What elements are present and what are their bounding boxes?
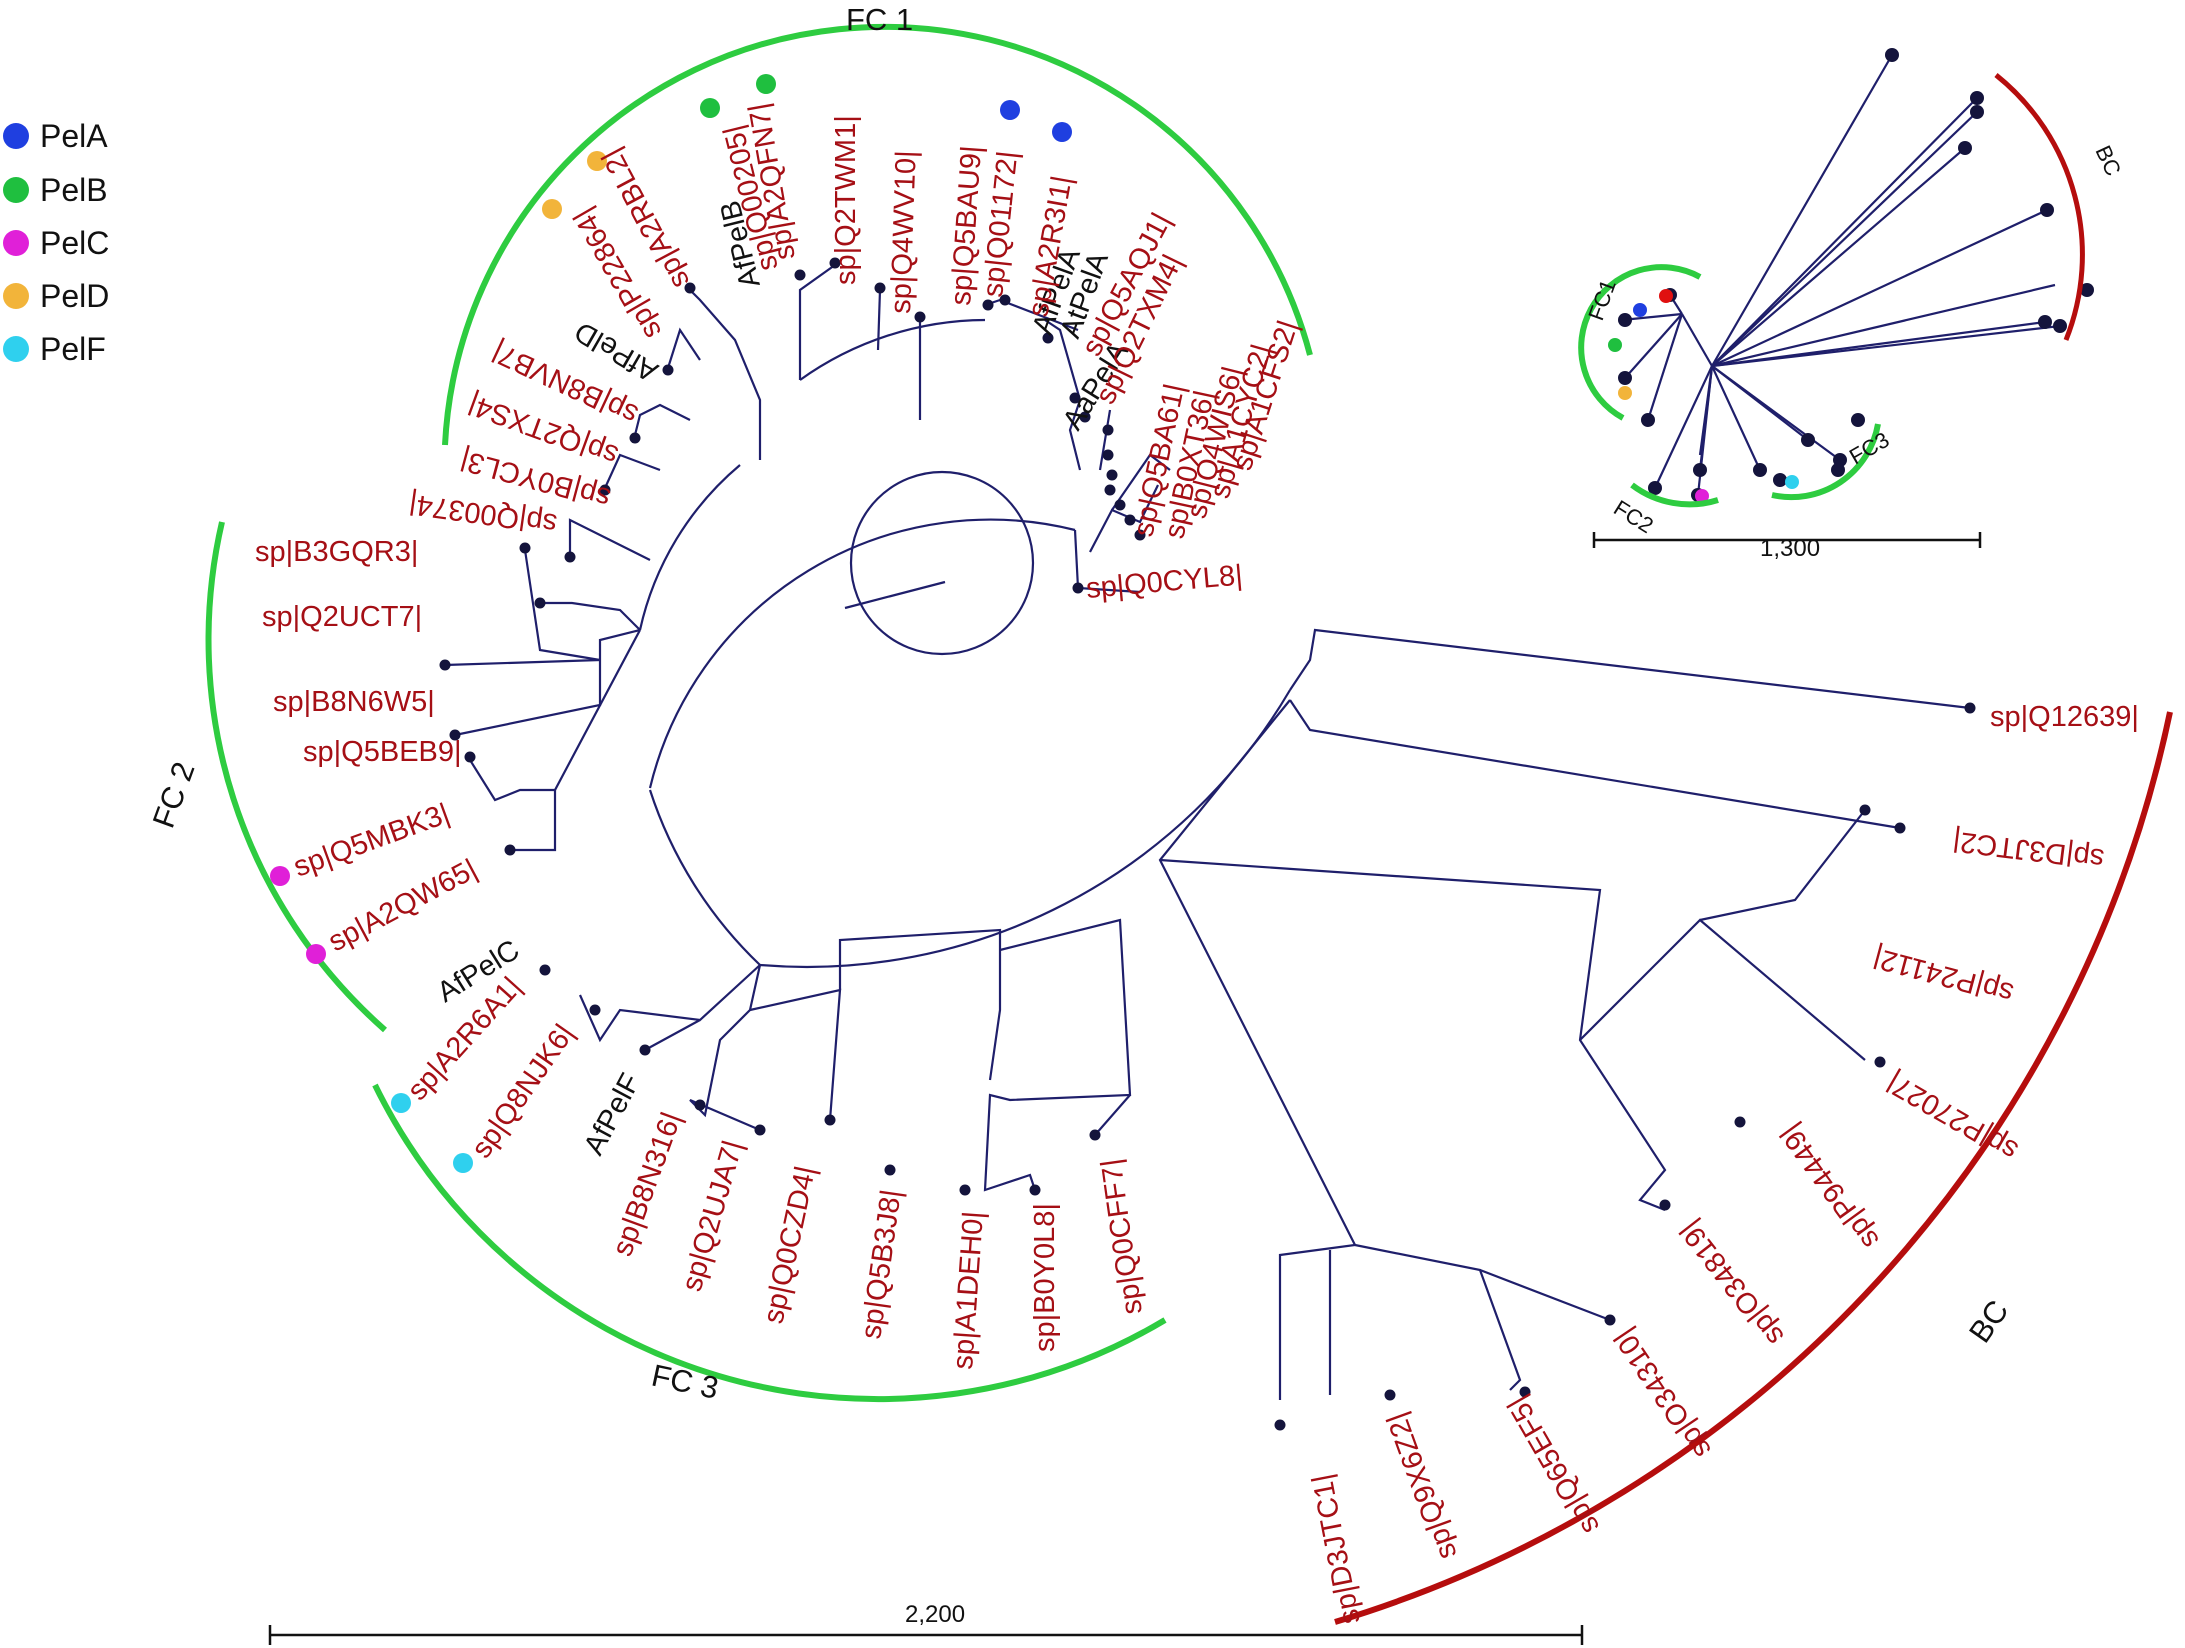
peld-marker — [587, 151, 607, 171]
leaf-label: sp|Q2UCT7| — [262, 601, 422, 633]
leaf-label: sp|Q5MBK3| — [289, 798, 453, 884]
leaf-label: sp|Q12639| — [1990, 701, 2139, 733]
clade-label-fc1: FC 1 — [846, 2, 913, 37]
clade-label-bc: BC — [1962, 1294, 2015, 1349]
inset-label-bc: BC — [2090, 142, 2126, 180]
leaf-label: sp|D3JTC1| — [1306, 1471, 1366, 1626]
pelb-marker — [756, 74, 776, 94]
leaf-label: sp|Q65EF5| — [1501, 1390, 1606, 1539]
leaf-label: sp|O34310| — [1608, 1323, 1718, 1464]
fc1-arc — [442, 23, 1313, 446]
bc-arc — [1334, 711, 2173, 1625]
legend-swatch-pelf — [3, 336, 29, 362]
legend: PelA PelB PelC PelD PelF — [3, 118, 109, 367]
leaf-label: sp|Q0CZD4| — [758, 1163, 823, 1326]
inset-pela-marker — [1633, 303, 1647, 317]
inset-red-marker — [1659, 289, 1673, 303]
leaf-label: sp|P24112| — [1870, 941, 2017, 1009]
leaf-label: sp|B8N6W5| — [273, 686, 435, 718]
tip-markers — [439, 257, 1976, 1431]
leaf-label: sp|D3JTC2| — [1951, 825, 2106, 875]
main-scale-label: 2,200 — [905, 1601, 965, 1628]
fc3-arc — [372, 1083, 1167, 1403]
legend-label-pelf: PelF — [40, 331, 106, 367]
legend-swatch-peld — [3, 283, 29, 309]
inset-pelf-marker — [1785, 475, 1799, 489]
pelb-marker — [700, 98, 720, 118]
inset-pelc-marker — [1695, 489, 1709, 503]
leaf-label: sp|O34819| — [1674, 1214, 1791, 1351]
leaf-label: sp|Q0CFF7| — [1095, 1157, 1149, 1317]
leaf-label: sp|Q0CYL8| — [1085, 559, 1244, 605]
pelc-marker — [306, 944, 326, 964]
leaf-label: sp|A1DEH0| — [947, 1210, 990, 1370]
leaf-label: sp|B3GQR3| — [255, 536, 418, 568]
leaf-label: sp|Q5BEB9| — [303, 736, 462, 768]
legend-label-pela: PelA — [40, 118, 108, 154]
pela-marker — [1000, 100, 1020, 120]
inset-label-fc2: FC2 — [1609, 495, 1657, 538]
leaf-label: sp|Q2UJA7| — [676, 1137, 750, 1295]
leaf-label: sp|Q5B3J8| — [855, 1188, 908, 1341]
legend-label-peld: PelD — [40, 278, 109, 314]
fc2-arc — [205, 521, 387, 1033]
leaf-label: sp|P94449| — [1774, 1118, 1886, 1255]
legend-swatch-pelc — [3, 230, 29, 256]
pelf-marker — [453, 1153, 473, 1173]
leaf-label: sp|Q4WV10| — [885, 150, 923, 314]
clade-label-fc3: FC 3 — [649, 1358, 722, 1406]
leaf-labels: sp|Q0CYL8| sp|Q5BA61| sp|B0XT36| sp|Q4WI… — [255, 101, 2139, 1627]
inset-tree: FC1 FC2 FC3 BC 1,300 — [1578, 48, 2126, 562]
inset-peld-marker — [1618, 386, 1632, 400]
tree-branches — [444, 264, 1971, 1400]
legend-label-pelc: PelC — [40, 225, 109, 261]
leaf-label: sp|Q2TWM1| — [830, 115, 862, 285]
pela-marker — [1052, 122, 1072, 142]
legend-swatch-pelb — [3, 177, 29, 203]
legend-swatch-pela — [3, 123, 29, 149]
inset-scale-label: 1,300 — [1760, 535, 1820, 562]
peld-marker — [542, 199, 562, 219]
legend-label-pelb: PelB — [40, 172, 108, 208]
gene-markers — [270, 74, 1072, 1173]
leaf-label: sp|B0Y0L8| — [1029, 1203, 1061, 1352]
pelf-marker — [391, 1093, 411, 1113]
clade-label-fc2: FC 2 — [146, 757, 202, 832]
inset-label-fc3: FC3 — [1845, 427, 1893, 469]
pelc-marker — [270, 866, 290, 886]
inset-label-fc1: FC1 — [1583, 276, 1621, 324]
leaf-label: sp|Q9X6Z2| — [1381, 1408, 1464, 1563]
inset-pelb-marker — [1608, 338, 1622, 352]
clade-arcs — [205, 23, 2173, 1625]
leaf-label: AfPelF — [578, 1068, 647, 1160]
leaf-label: sp|A2QW65| — [323, 853, 482, 958]
main-scale-bar: 2,200 — [268, 1601, 1584, 1645]
